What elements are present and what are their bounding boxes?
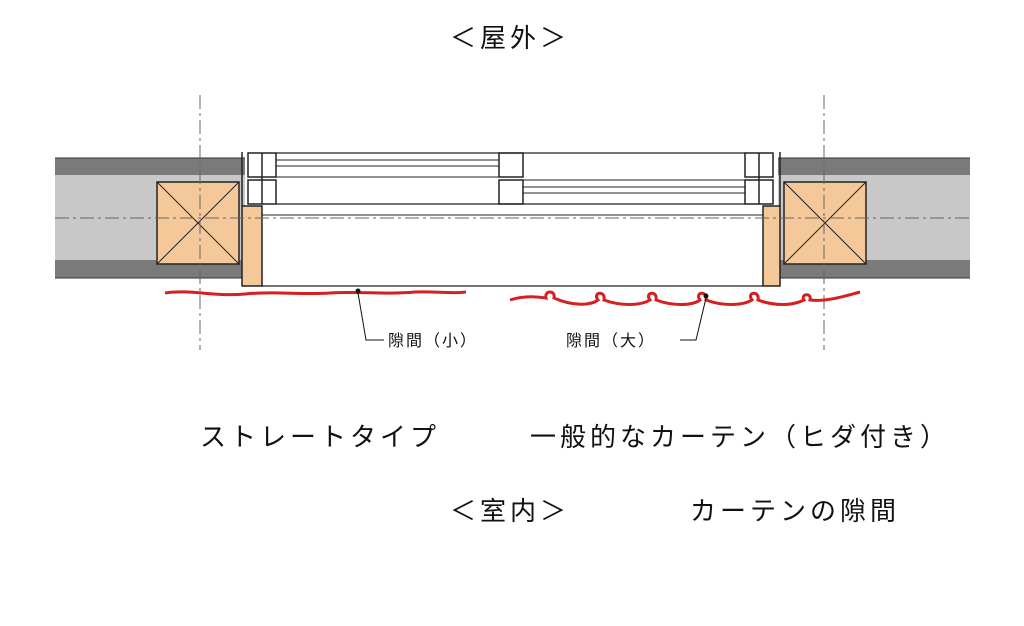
gap-large-label: 隙間（大） [566,331,656,350]
gap-small-leader [357,292,384,341]
gap-large-marker [703,293,709,299]
pleated-curtain [509,290,861,306]
gap-small-marker [355,288,361,294]
left-wood-post [156,181,240,265]
window-frame [247,152,774,205]
window-glass [262,152,763,216]
center-lines [55,95,970,350]
outdoor-label: ＜屋外＞ [450,24,570,54]
curtain-gap-label: カーテンの隙間 [690,497,900,527]
right-wood-post [783,181,867,265]
gap-large-leader [680,297,707,341]
straight-curtain [164,290,467,297]
window-casing [241,152,781,287]
gap-small-label: 隙間（小） [388,331,478,350]
pleated-curtain-label: 一般的なカーテン（ヒダ付き） [530,423,950,453]
straight-type-label: ストレートタイプ [200,423,440,453]
indoor-label: ＜室内＞ [450,497,570,527]
